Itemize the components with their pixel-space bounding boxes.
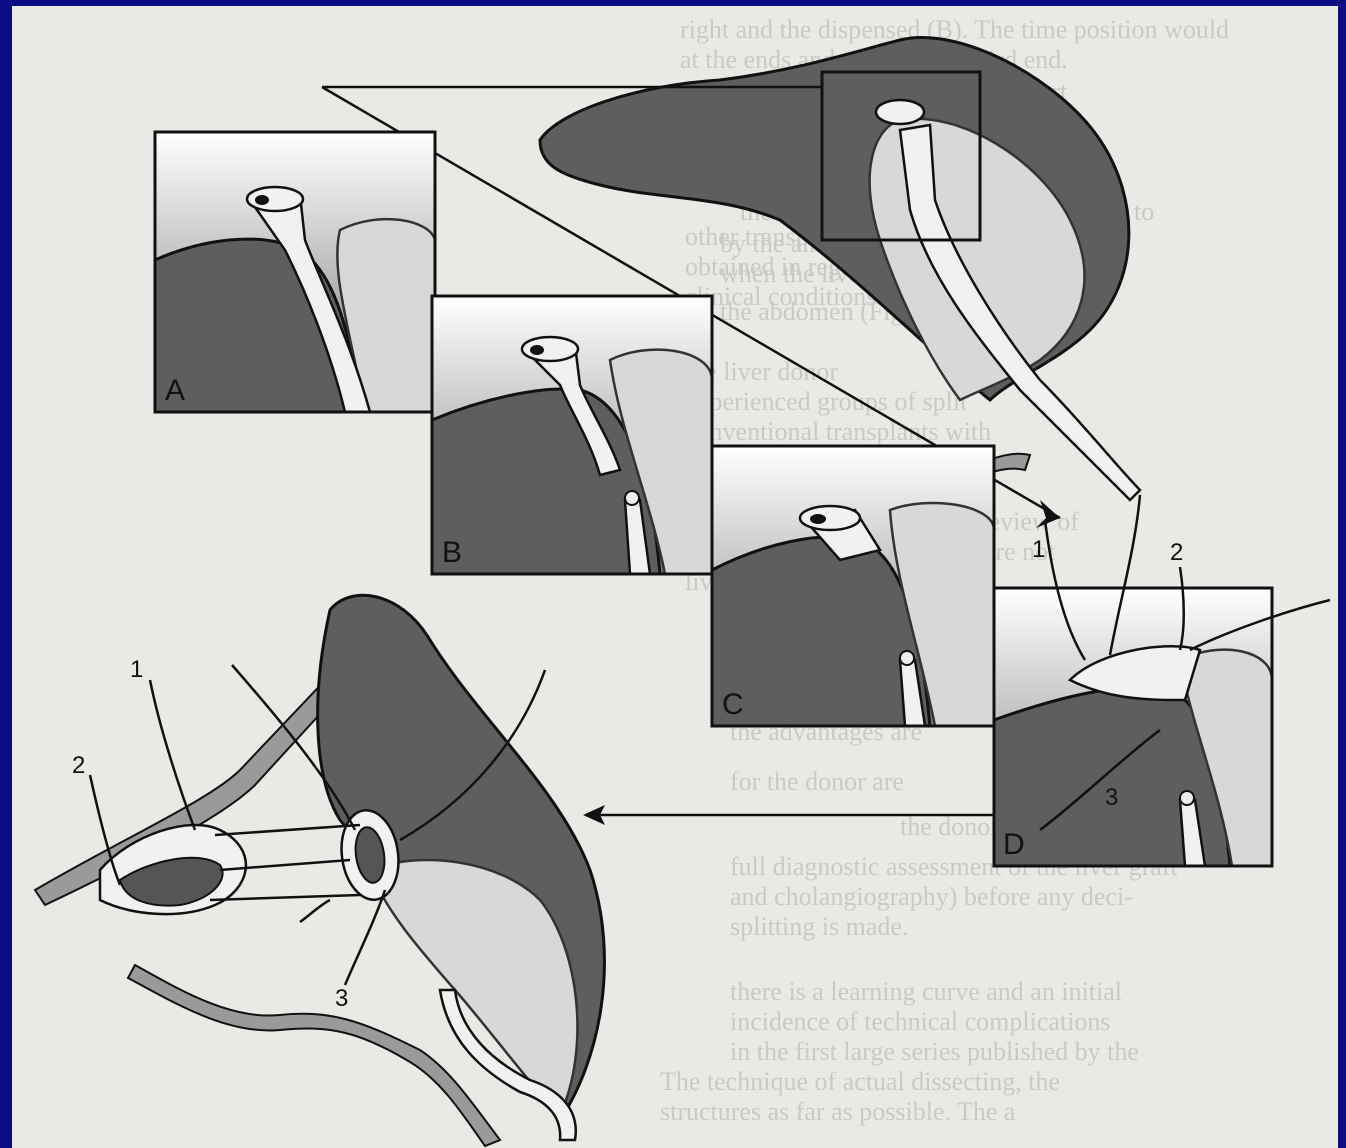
- background-text-line: splitting is made.: [730, 912, 908, 941]
- background-text-line: there is a learning curve and an initial: [730, 977, 1122, 1006]
- background-text-line: and cholangiography) before any deci-: [730, 882, 1133, 911]
- panel-d-callout-3: 3: [1105, 784, 1118, 811]
- panel-d-label: D: [1003, 828, 1025, 861]
- panel-d-callout-2: 2: [1170, 539, 1183, 566]
- panel-c: C: [712, 446, 994, 726]
- panel-a-label: A: [165, 374, 185, 407]
- background-text-line: incidence of technical complications: [730, 1007, 1110, 1036]
- background-text-line: structures as far as possible. The a: [660, 1097, 1016, 1126]
- background-text-line: The technique of actual dissecting, the: [660, 1067, 1060, 1096]
- panel-d-callout-1: 1: [1032, 536, 1045, 563]
- background-text-line: clinical conditions.: [685, 282, 883, 311]
- panel-b: B: [432, 296, 712, 574]
- bottom-callout-2: 2: [72, 752, 85, 779]
- background-text-line: right and the dispensed (B). The time po…: [680, 15, 1229, 44]
- panel-a: A: [155, 132, 435, 412]
- background-text-line: for the donor are: [730, 767, 904, 796]
- background-text-line: conventional transplants with: [685, 417, 991, 446]
- bottom-callout-1: 1: [130, 656, 143, 683]
- bottom-callout-3: 3: [335, 985, 348, 1012]
- panel-c-label: C: [722, 688, 744, 721]
- panel-b-label: B: [442, 536, 462, 569]
- background-text-line: in the first large series published by t…: [730, 1037, 1139, 1066]
- background-text-line: experienced groups of split: [685, 387, 968, 416]
